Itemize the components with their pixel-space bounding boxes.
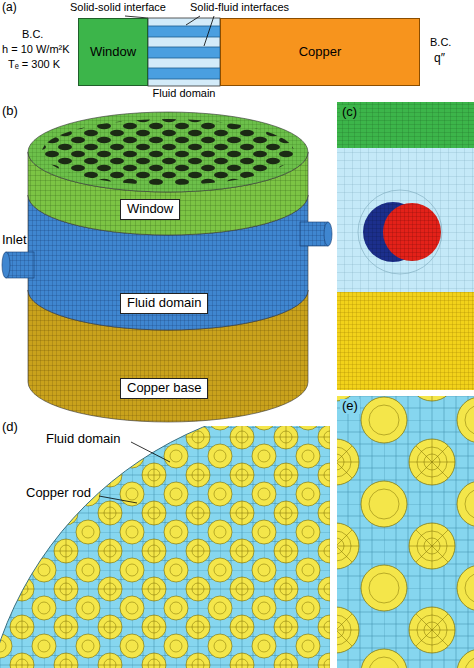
node-text: Window [90,45,136,60]
rod-bar [148,47,220,58]
boundary-condition: B.C. [430,36,451,49]
heat-flux-symbol: q″ [434,52,445,66]
node-text: Fluid domain [153,87,216,100]
boundary-condition: h = 10 W/m²K [2,43,70,56]
rod-mesh-detail [337,396,474,668]
panel-letter: (d) [2,420,18,435]
panel-letter: (b) [2,104,18,119]
window-label-box: Window [120,199,180,220]
part-label: Fluid domain [46,432,120,447]
rod-bar [148,68,220,79]
node-text: Fluid domain [127,296,201,311]
fluid-mesh [337,148,474,292]
inlet-pipe-end [2,252,10,278]
panel-letter: (c) [340,105,359,120]
rod-section [383,203,441,261]
leader-line [99,496,137,503]
window-top [28,112,308,192]
copper-block: Copper [220,18,420,86]
copper-mesh [337,292,474,390]
window-mesh [337,102,474,148]
leader-line [131,442,170,462]
boundary-condition: Tₑ = 300 K [8,58,60,71]
node-text: Window [127,202,173,217]
copper-base-label-box: Copper base [120,378,208,399]
boundary-condition: B.C. [22,28,43,41]
node-text: Copper [299,45,342,60]
outlet-pipe-end [324,222,332,246]
leader-line [186,16,214,46]
part-label: Copper rod [26,486,91,501]
panel-letter: (a) [2,1,17,15]
window-block: Window [78,18,148,86]
fluid-gap [148,18,220,86]
node-text: Copper base [127,381,201,396]
callout-label: Solid-solid interface [70,1,166,14]
fluid-label-box: Fluid domain [120,293,208,314]
part-label: Inlet [2,233,27,248]
fluid-domain-region: Fluid domain [148,18,220,86]
channel-holes [40,118,296,186]
panel-letter: (e) [340,399,360,414]
callout-label: Solid-fluid interfaces [190,1,289,14]
domain-outline [0,426,330,668]
mesh-ring [358,190,442,274]
